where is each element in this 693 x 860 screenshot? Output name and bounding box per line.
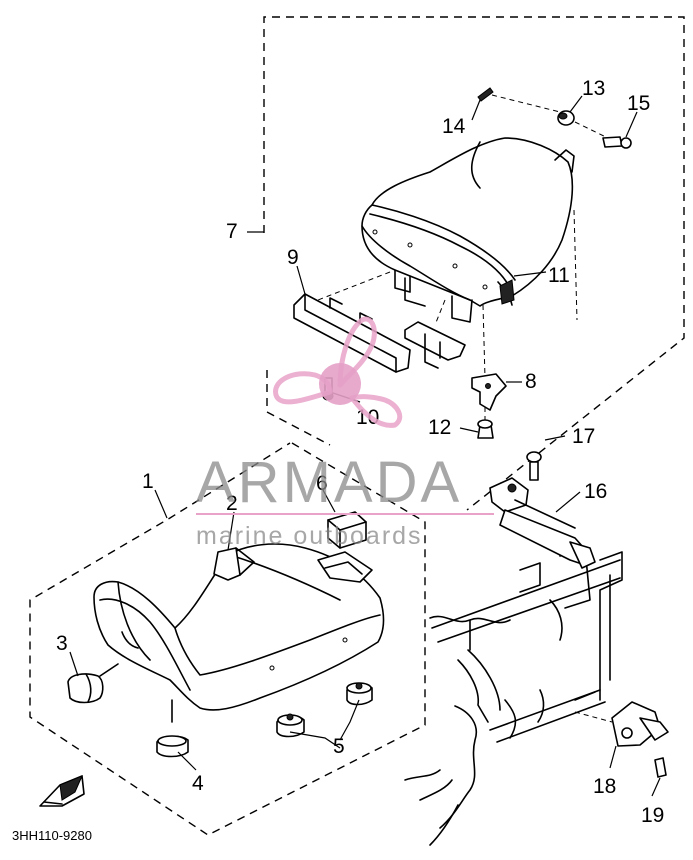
cowl-group-boundary bbox=[263, 16, 685, 511]
callout-11: 11 bbox=[548, 264, 570, 287]
callout-3: 3 bbox=[56, 632, 68, 655]
fwd-arrow-icon bbox=[39, 775, 85, 807]
collar-13 bbox=[557, 110, 575, 126]
callout-13: 13 bbox=[582, 77, 605, 100]
part-code: 3HH110-9280 bbox=[12, 828, 92, 843]
rear-cowl bbox=[361, 137, 575, 323]
seat-group-boundary bbox=[29, 442, 426, 836]
damper-5a bbox=[276, 713, 305, 738]
damper-5b bbox=[346, 682, 373, 706]
bolt-12 bbox=[477, 419, 494, 439]
armada-logo bbox=[273, 316, 403, 428]
bolt-19 bbox=[654, 757, 667, 778]
lower-bracket bbox=[404, 321, 466, 369]
callout-8: 8 bbox=[525, 370, 537, 393]
damper-6 bbox=[327, 511, 367, 549]
logo-dot bbox=[319, 363, 361, 405]
callout-14: 14 bbox=[442, 115, 466, 138]
frame bbox=[404, 547, 623, 846]
callout-17: 17 bbox=[572, 425, 595, 448]
callout-4: 4 bbox=[192, 772, 204, 795]
screw-15 bbox=[602, 136, 632, 149]
seat-1 bbox=[93, 543, 385, 723]
bumper-3 bbox=[67, 663, 119, 704]
callout-7: 7 bbox=[226, 220, 238, 243]
bolt-17 bbox=[526, 451, 542, 481]
callout-12: 12 bbox=[428, 416, 451, 439]
callout-16: 16 bbox=[584, 480, 607, 503]
damper-4 bbox=[156, 735, 189, 758]
seat-latch-plate bbox=[317, 551, 373, 583]
callout-2: 2 bbox=[226, 492, 238, 515]
watermark-brand: ARMADA bbox=[196, 450, 462, 515]
strap-2 bbox=[213, 547, 255, 581]
bracket-8 bbox=[471, 373, 507, 411]
callout-6: 6 bbox=[316, 472, 328, 495]
callout-5: 5 bbox=[333, 735, 345, 758]
seat-lock-16 bbox=[489, 477, 596, 569]
callout-1: 1 bbox=[142, 470, 154, 493]
callout-18: 18 bbox=[593, 775, 616, 798]
callout-19: 19 bbox=[641, 804, 664, 827]
cowl-group-boundary-left bbox=[266, 411, 331, 446]
bracket-18 bbox=[574, 701, 669, 747]
pin-14 bbox=[477, 87, 494, 102]
watermark-tagline: marine outboards bbox=[196, 522, 423, 550]
callout-15: 15 bbox=[627, 92, 650, 115]
callout-9: 9 bbox=[287, 246, 299, 269]
